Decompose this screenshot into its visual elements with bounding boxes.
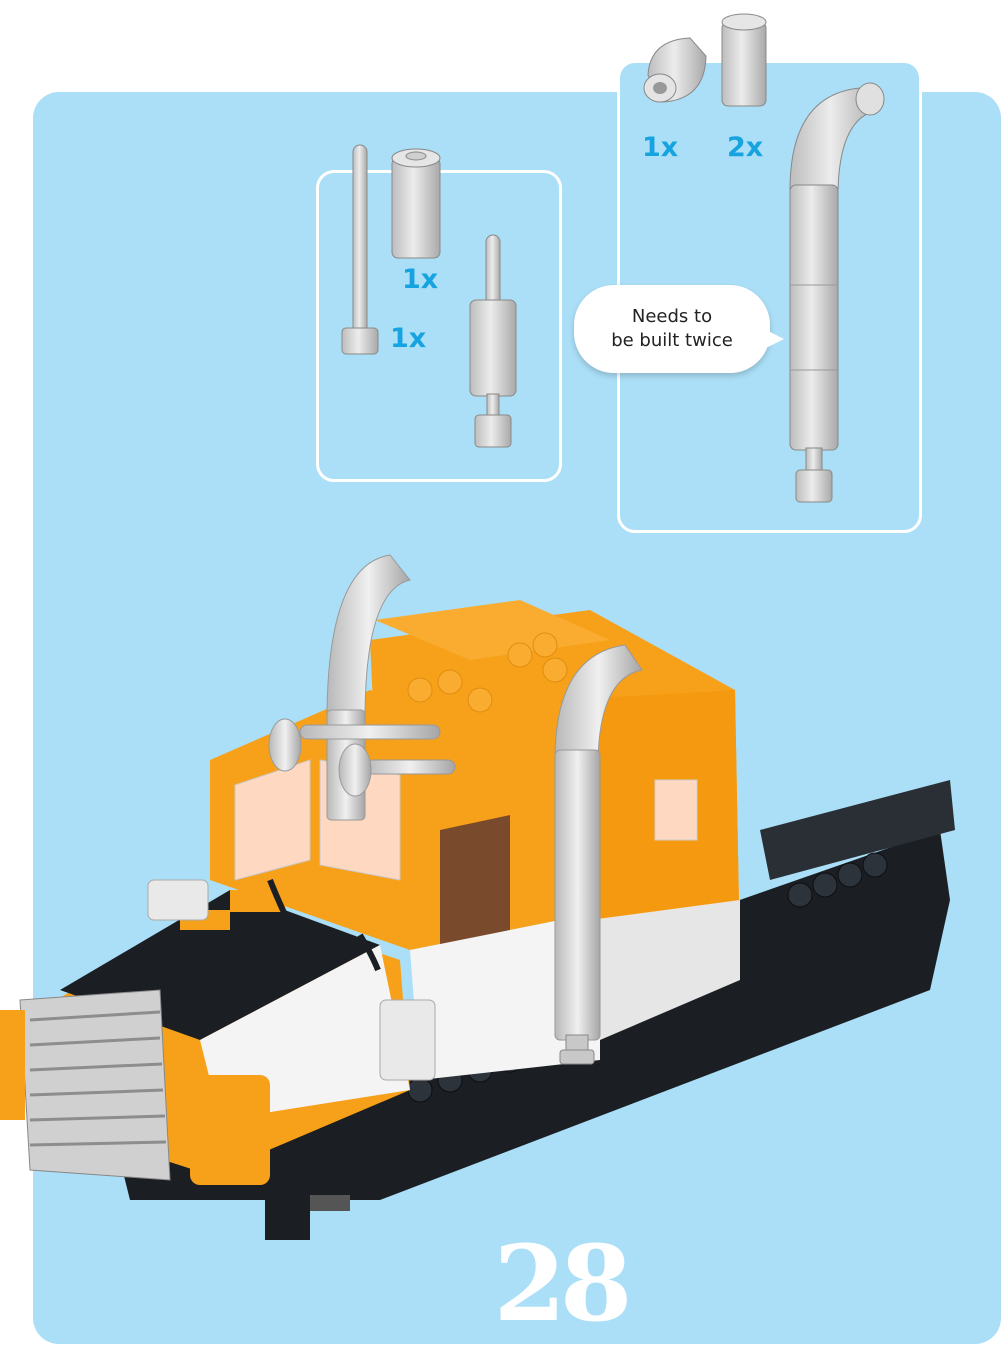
exhaust-stack-icon bbox=[789, 82, 885, 503]
air-horns bbox=[268, 718, 456, 797]
axle-part-icon bbox=[341, 144, 379, 355]
note-line-1: Needs to bbox=[631, 306, 713, 327]
small-round-part-icon bbox=[721, 13, 767, 107]
note-line-2: be built twice bbox=[611, 330, 733, 351]
side-mirrors bbox=[147, 878, 436, 1081]
note-bubble: Needs to be built twice bbox=[574, 285, 784, 373]
qty-elbow: 1x bbox=[642, 132, 679, 163]
qty-round-brick: 1x bbox=[402, 264, 439, 295]
assembled-mirror-icon bbox=[469, 234, 517, 448]
step-number: 28 bbox=[493, 1222, 633, 1345]
grille bbox=[0, 989, 270, 1185]
exhaust-stack-right bbox=[554, 644, 643, 1065]
qty-small-round: 2x bbox=[727, 132, 764, 163]
cab bbox=[210, 600, 740, 1080]
qty-axle: 1x bbox=[390, 323, 427, 354]
elbow-part-icon bbox=[643, 37, 707, 103]
round-brick-part-icon bbox=[391, 148, 441, 259]
